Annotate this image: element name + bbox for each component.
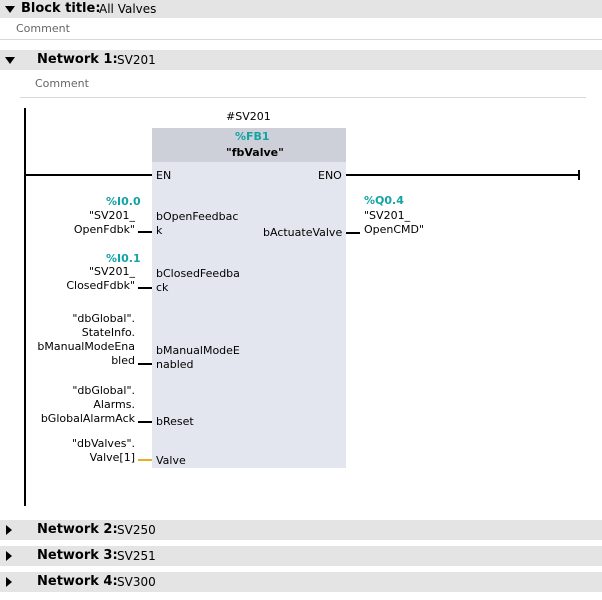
pin-valve: Valve bbox=[156, 454, 186, 467]
network-4-name[interactable]: SV300 bbox=[117, 575, 156, 589]
fb-type-name[interactable]: "fbValve" bbox=[226, 146, 284, 159]
expand-arrow-icon[interactable] bbox=[6, 577, 12, 587]
network-4-header[interactable]: Network 4: SV300 bbox=[0, 572, 602, 592]
block-comment[interactable]: Comment bbox=[16, 22, 70, 35]
input-tag-line[interactable]: OpenFdbk" bbox=[73, 223, 135, 236]
collapse-arrow-icon[interactable] bbox=[5, 6, 15, 13]
network-2-header[interactable]: Network 2: SV250 bbox=[0, 520, 602, 540]
pin-bclosedfeedback: bClosedFeedba bbox=[156, 267, 240, 280]
input-address: %I0.0 bbox=[106, 195, 141, 208]
output-tag-line[interactable]: OpenCMD" bbox=[364, 223, 425, 236]
input-tag-line[interactable]: "dbValves". bbox=[71, 437, 135, 450]
pin-bopenfeedback: bOpenFeedbac bbox=[156, 210, 239, 223]
input-tag-line[interactable]: bled bbox=[111, 354, 135, 367]
function-block[interactable] bbox=[152, 128, 346, 468]
input-tag-line[interactable]: ClosedFdbk" bbox=[66, 279, 135, 292]
expand-arrow-icon[interactable] bbox=[6, 525, 12, 535]
block-comment-divider bbox=[0, 39, 602, 40]
fb-number: %FB1 bbox=[235, 130, 270, 143]
input-tag-line[interactable]: "dbGlobal". bbox=[72, 312, 135, 325]
rung-wire-en bbox=[26, 174, 152, 176]
input-address: %I0.1 bbox=[106, 252, 141, 265]
collapse-arrow-icon[interactable] bbox=[5, 57, 15, 64]
pin-bactuatevalve: bActuateValve bbox=[263, 226, 343, 239]
input-wire bbox=[138, 231, 152, 233]
power-rail-left bbox=[24, 108, 26, 506]
pin-bmanualmodeenabled: bManualModeE bbox=[156, 344, 240, 357]
rung-wire-eno bbox=[346, 174, 578, 176]
input-tag-line[interactable]: Valve[1] bbox=[89, 451, 135, 464]
network-2-name[interactable]: SV250 bbox=[117, 523, 156, 537]
network-1-name[interactable]: SV201 bbox=[117, 53, 156, 67]
input-tag-line[interactable]: Alarms. bbox=[93, 398, 135, 411]
input-tag-line[interactable]: "SV201_ bbox=[88, 265, 135, 278]
network-1-comment[interactable]: Comment bbox=[35, 77, 89, 90]
network-2-label: Network 2: bbox=[37, 522, 118, 537]
output-tag-line[interactable]: "SV201_ bbox=[364, 209, 411, 222]
pin-eno: ENO bbox=[318, 169, 342, 182]
network-1-comment-divider bbox=[20, 97, 586, 98]
block-title-value[interactable]: All Valves bbox=[99, 2, 157, 16]
inout-wire bbox=[138, 459, 152, 461]
expand-arrow-icon[interactable] bbox=[6, 551, 12, 561]
network-3-header[interactable]: Network 3: SV251 bbox=[0, 546, 602, 566]
network-1-header[interactable]: Network 1: SV201 bbox=[0, 50, 602, 70]
network-4-label: Network 4: bbox=[37, 574, 118, 589]
output-wire bbox=[346, 232, 360, 234]
block-title-bar[interactable]: Block title: All Valves bbox=[0, 0, 602, 18]
input-wire bbox=[138, 421, 152, 423]
fb-instance-name[interactable]: #SV201 bbox=[226, 110, 271, 123]
block-title-label: Block title: bbox=[21, 1, 101, 16]
network-1-label: Network 1: bbox=[37, 52, 118, 67]
network-3-label: Network 3: bbox=[37, 548, 118, 563]
input-tag-line[interactable]: "dbGlobal". bbox=[72, 384, 135, 397]
pin-bopenfeedback: k bbox=[156, 224, 163, 237]
pin-breset: bReset bbox=[156, 415, 194, 428]
input-tag-line[interactable]: "SV201_ bbox=[88, 209, 135, 222]
input-tag-line[interactable]: bGlobalAlarmAck bbox=[40, 412, 135, 425]
input-wire bbox=[138, 363, 152, 365]
output-address: %Q0.4 bbox=[364, 194, 404, 207]
input-tag-line[interactable]: bManualModeEna bbox=[37, 340, 135, 353]
input-wire bbox=[138, 287, 152, 289]
input-tag-line[interactable]: StateInfo. bbox=[81, 326, 135, 339]
pin-bmanualmodeenabled: nabled bbox=[156, 358, 194, 371]
network-3-name[interactable]: SV251 bbox=[117, 549, 156, 563]
function-block-header bbox=[152, 128, 346, 162]
pin-en: EN bbox=[156, 169, 172, 182]
pin-bclosedfeedback: ck bbox=[156, 281, 169, 294]
rung-end-tick bbox=[578, 170, 580, 180]
